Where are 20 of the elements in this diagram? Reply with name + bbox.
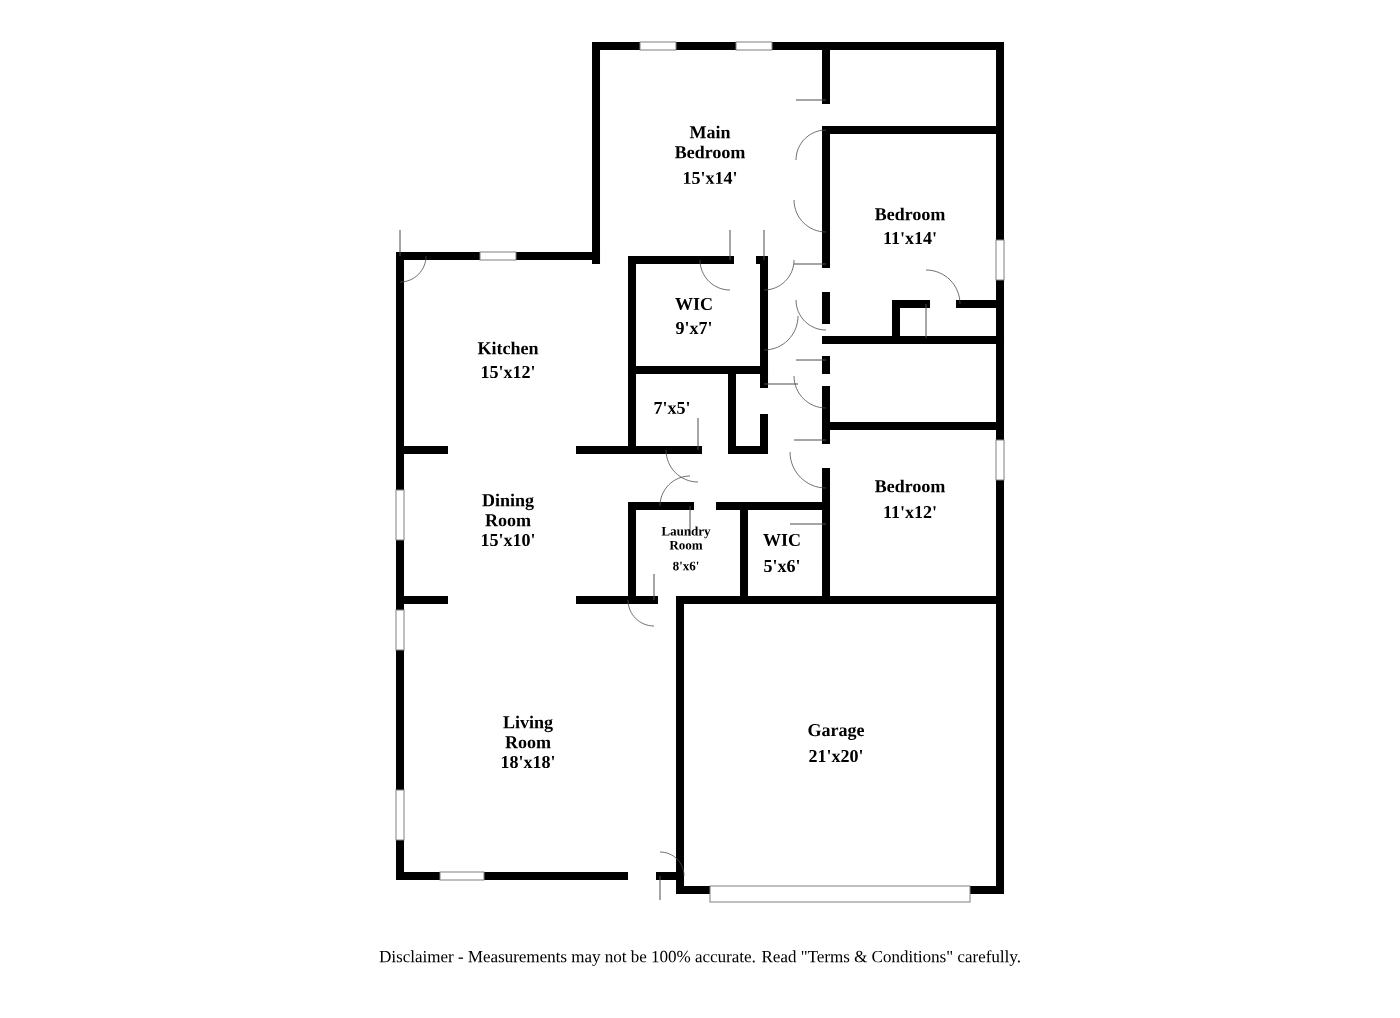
room-label: Kitchen [477, 341, 539, 355]
room-label: Living Room [503, 715, 553, 749]
room-label: 9'x7' [676, 321, 712, 335]
room-label: Bedroom [875, 479, 946, 493]
room-label: Dining Room [482, 493, 534, 527]
room-label: Main Bedroom [675, 125, 746, 159]
room-label: 15'x12' [481, 365, 535, 379]
room-label: 18'x18' [501, 755, 555, 769]
room-label: 15'x14' [683, 171, 737, 185]
room-label: WIC [675, 297, 712, 311]
room-label: 15'x10' [481, 533, 535, 547]
room-label: 7'x5' [654, 402, 690, 414]
room-label: WIC [763, 533, 800, 547]
room-label: Garage [808, 724, 865, 740]
room-label: 11'x12' [884, 506, 936, 518]
room-label: 21'x20' [809, 749, 863, 763]
room-label: Bedroom [875, 207, 946, 221]
disclaimer-text: Disclaimer - Measurements may not be 100% accurate. Read "Terms & Conditions" carefully. [379, 950, 1020, 966]
room-label: 11'x14' [884, 232, 936, 244]
room-label: 5'x6' [764, 559, 800, 573]
